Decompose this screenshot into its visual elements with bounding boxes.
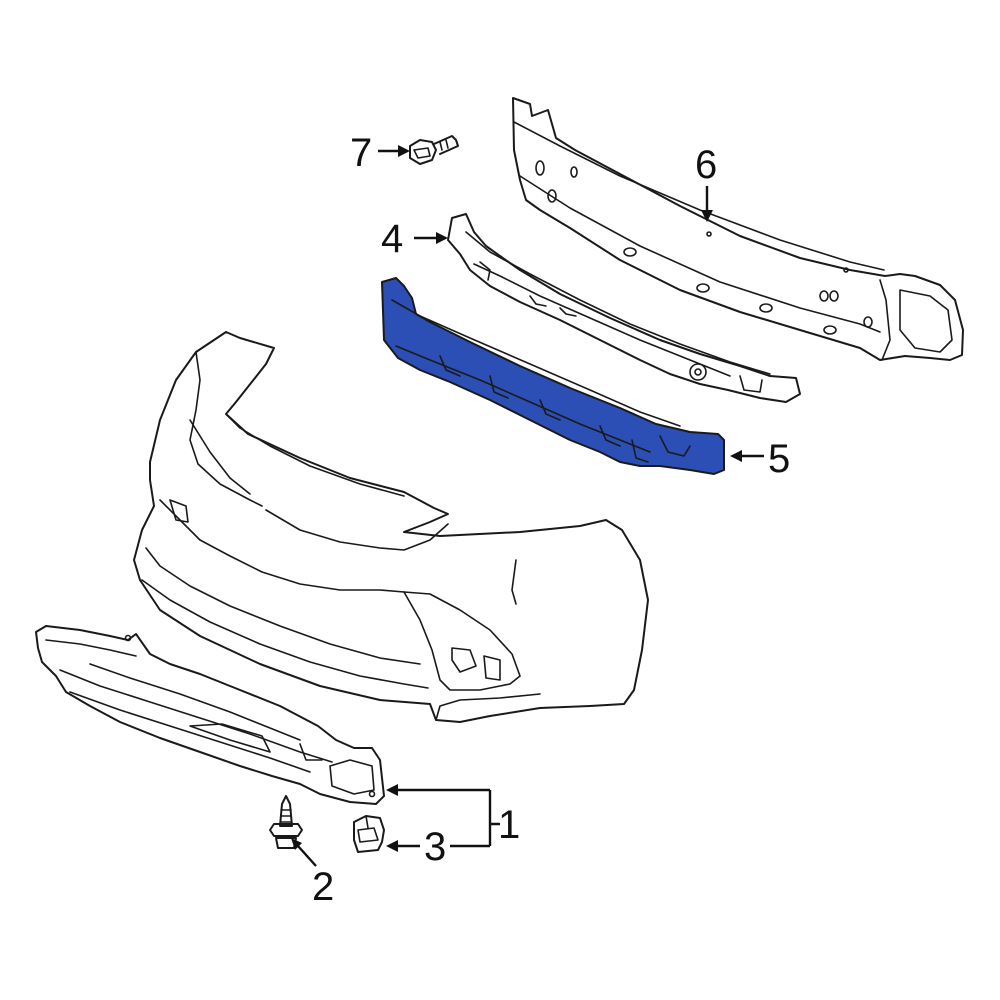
callout-6: 6 — [695, 143, 717, 187]
leader-lines — [291, 145, 764, 867]
reinforcement-beam-part[interactable] — [512, 97, 964, 361]
screw-part[interactable] — [269, 795, 303, 849]
callout-4: 4 — [381, 217, 403, 261]
callout-5: 5 — [768, 437, 790, 481]
callouts: 7 6 4 5 1 3 2 — [312, 131, 790, 909]
bolt-part[interactable] — [409, 135, 459, 165]
callout-2: 2 — [312, 865, 334, 909]
energy-absorber-part[interactable] — [381, 277, 725, 475]
arrowhead-5 — [730, 450, 742, 462]
arrowhead-6 — [701, 210, 713, 222]
leader-2 — [297, 845, 317, 867]
bumper-cover-part[interactable] — [133, 331, 649, 723]
callout-7: 7 — [350, 131, 372, 175]
leader-1 — [396, 788, 500, 846]
clip-part[interactable] — [353, 815, 385, 853]
upper-absorber-part[interactable] — [447, 213, 801, 403]
arrowhead-1 — [386, 784, 398, 796]
arrowhead-4 — [436, 232, 448, 244]
lower-deflector-part[interactable] — [35, 625, 385, 805]
arrowhead-2 — [291, 838, 302, 850]
callout-3: 3 — [424, 825, 446, 869]
callout-1: 1 — [498, 803, 520, 847]
arrowhead-7 — [398, 145, 410, 157]
arrowhead-3 — [386, 840, 398, 852]
